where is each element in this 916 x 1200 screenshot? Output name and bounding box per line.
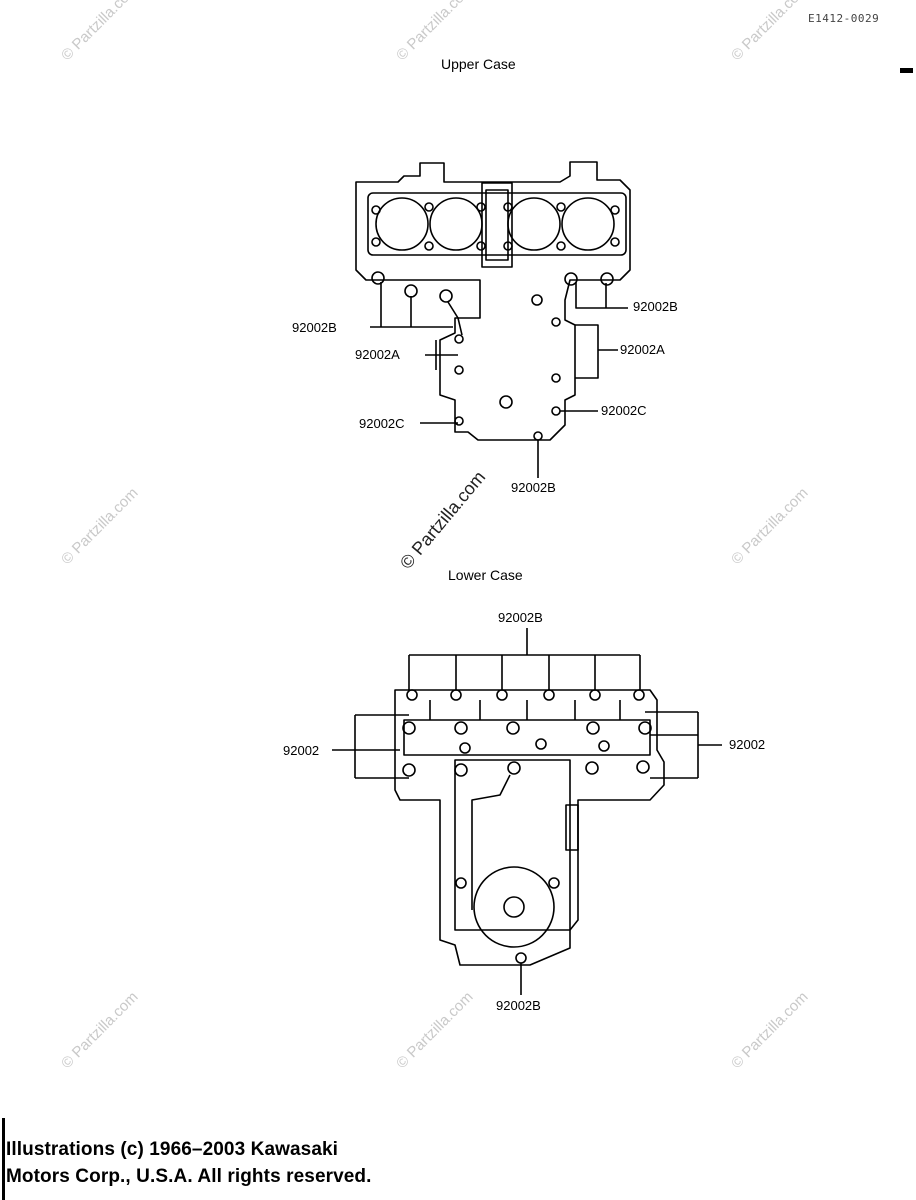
callout-92002b-upper-right: 92002B	[633, 299, 678, 314]
callout-92002-left: 92002	[283, 743, 320, 758]
callout-92002b-upper-bottom: 92002B	[511, 480, 556, 495]
callout-92002b-lower-top: 92002B	[498, 610, 543, 625]
copyright-line-2: Motors Corp., U.S.A. All rights reserved…	[6, 1166, 372, 1187]
callout-92002-right: 92002	[729, 737, 766, 752]
margin-bar	[2, 1118, 5, 1200]
callout-92002b-upper-left: 92002B	[292, 320, 337, 335]
upper-case-title: Upper Case	[441, 56, 516, 72]
copyright-line-1: Illustrations (c) 1966–2003 Kawasaki	[6, 1139, 339, 1160]
callout-92002b-lower-bottom: 92002B	[496, 998, 541, 1013]
callout-92002a-left: 92002A	[355, 347, 400, 362]
lower-case-title: Lower Case	[448, 567, 523, 583]
callout-92002a-right: 92002A	[620, 342, 665, 357]
callout-92002c-left: 92002C	[359, 416, 405, 431]
upper-case-drawing	[355, 161, 631, 478]
lower-case-drawing	[332, 628, 722, 995]
document-code: E1412-0029	[808, 12, 880, 25]
page-edge-mark	[900, 68, 913, 73]
callout-92002c-right: 92002C	[601, 403, 647, 418]
